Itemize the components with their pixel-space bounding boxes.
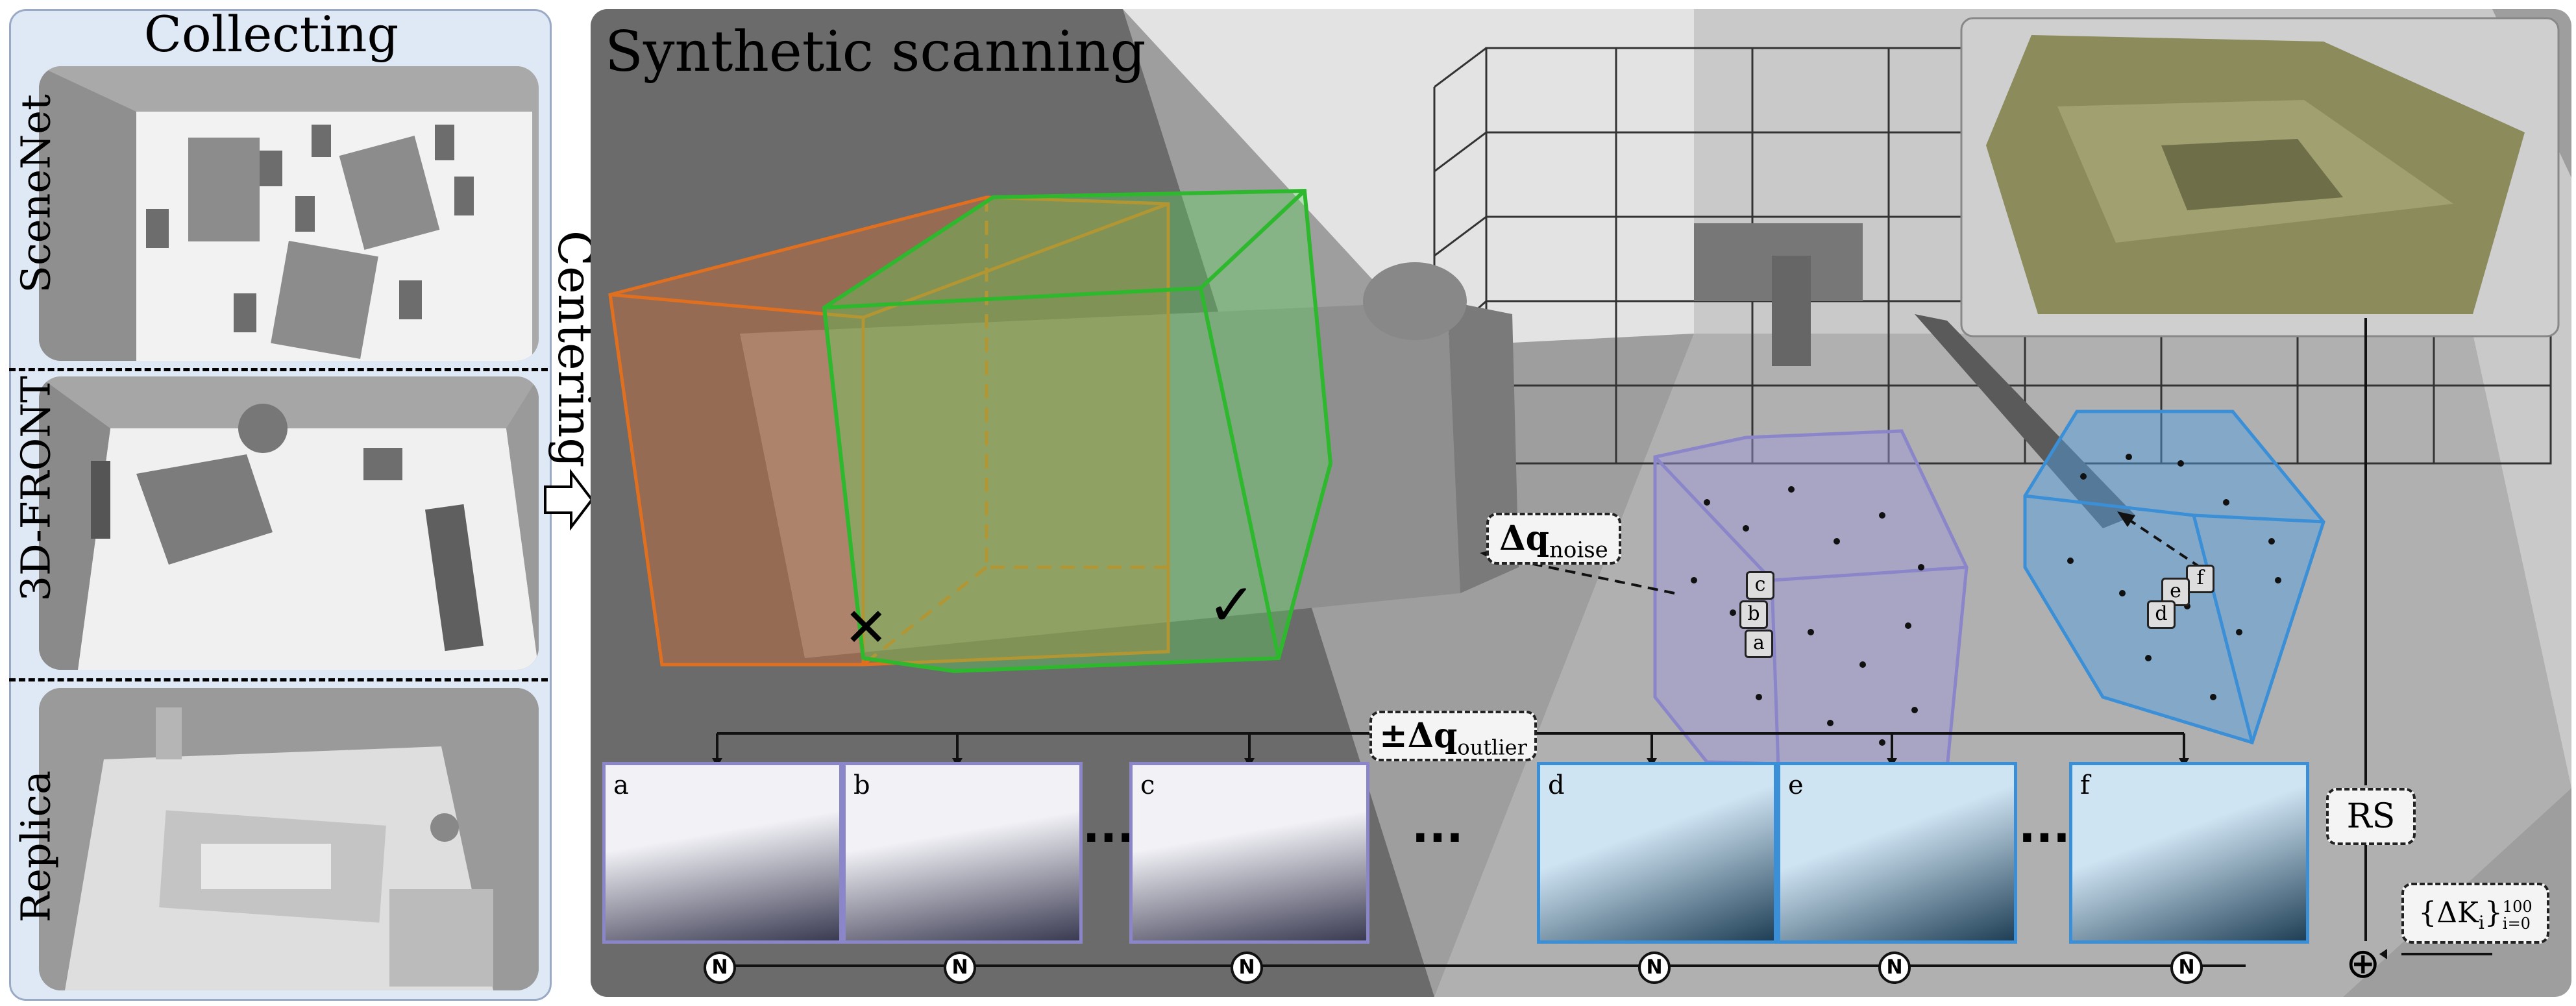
dataset-divider — [9, 368, 548, 371]
noise-node: N — [1638, 951, 1671, 984]
q-outlier-subscript: outlier — [1457, 735, 1527, 760]
cube-tag-a: a — [1745, 630, 1773, 658]
cube-tag-b: b — [1739, 600, 1768, 629]
thumbnail-letter: c — [1140, 770, 1155, 800]
synthetic-scanning-title: Synthetic scanning — [605, 19, 1146, 84]
noise-node: N — [704, 951, 736, 984]
dataset-divider — [9, 678, 548, 681]
q-noise-symbol: Δq — [1499, 519, 1549, 558]
delta-k-symbol: {ΔK — [2418, 896, 2479, 929]
centering-arrow — [544, 469, 594, 531]
thumbnail-letter: e — [1788, 770, 1804, 800]
collecting-title: Collecting — [143, 5, 399, 63]
scan-thumbnail-e: e — [1777, 762, 2017, 944]
thumbnail-letter: a — [613, 770, 629, 800]
q-outlier-label: ±Δqoutlier — [1369, 711, 1537, 761]
delta-k-close: } — [2484, 896, 2503, 929]
noise-node: N — [944, 951, 976, 984]
reject-mark: ✕ — [844, 597, 889, 659]
scan-thumbnail-c: c — [1129, 762, 1369, 944]
dataset-label-replica: Replica — [12, 770, 60, 923]
cube-tag-d: d — [2147, 600, 2176, 629]
scan-thumbnail-f: f — [2069, 762, 2309, 944]
noise-node: N — [1231, 951, 1263, 984]
scan-thumbnail-d: d — [1537, 762, 1777, 944]
thumbnail-letter: b — [853, 770, 870, 800]
noise-node: N — [2170, 951, 2203, 984]
accept-mark: ✓ — [1207, 571, 1257, 639]
ellipsis: ··· — [1083, 811, 1135, 865]
delta-k-subscript: i — [2478, 911, 2484, 933]
ellipsis: ··· — [1412, 811, 1464, 865]
dataset-label-3dfront: 3D-FRONT — [12, 376, 60, 602]
noise-node: N — [1878, 951, 1911, 984]
scene-illustration — [591, 9, 2571, 997]
q-outlier-symbol: ±Δq — [1379, 716, 1458, 755]
rs-box: RS — [2326, 788, 2416, 845]
delta-k-lower: i=0 — [2502, 914, 2531, 933]
thumbnail-letter: d — [1548, 770, 1565, 800]
cube-tag-c: c — [1746, 571, 1774, 600]
3dfront-render — [39, 376, 539, 670]
thumbnail-letter: f — [2080, 770, 2090, 800]
sum-node: ⊕ — [2346, 940, 2381, 988]
q-noise-subscript: noise — [1549, 537, 1608, 563]
scan-thumbnail-b: b — [842, 762, 1083, 944]
rs-connectors — [2364, 318, 2492, 959]
synthetic-scanning-panel — [591, 9, 2571, 997]
scenenet-render — [39, 66, 539, 361]
q-noise-label: Δqnoise — [1486, 513, 1621, 565]
cube-tag-f: f — [2186, 565, 2214, 593]
ellipsis: ··· — [2018, 811, 2070, 865]
delta-k-upper: 100 — [2502, 897, 2533, 916]
dataset-label-scenenet: SceneNet — [12, 94, 60, 293]
scan-thumbnail-a: a — [602, 762, 842, 944]
replica-render — [39, 688, 539, 990]
